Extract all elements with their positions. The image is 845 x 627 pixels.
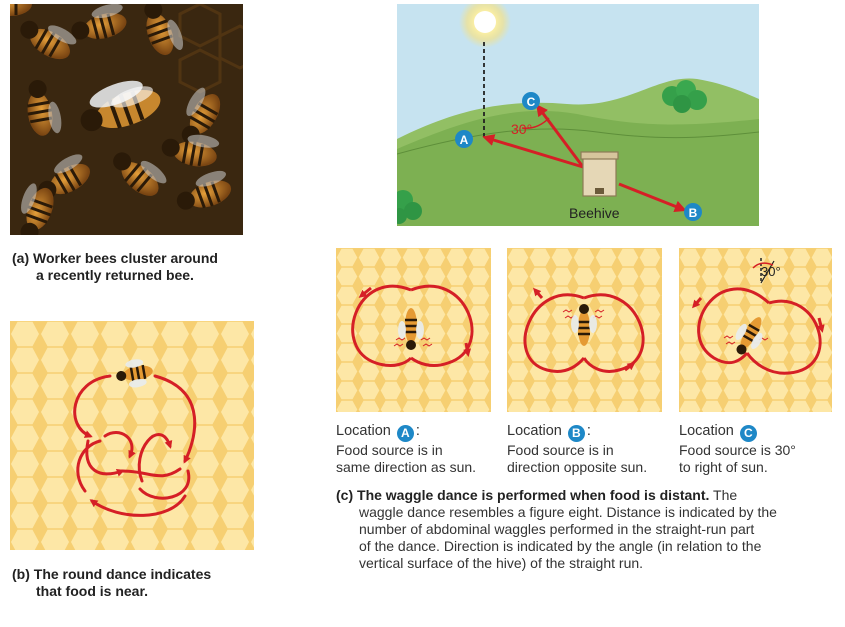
panel-c-line-1: waggle dance resembles a figure eight. D…: [359, 504, 777, 520]
svg-text:A: A: [460, 133, 469, 147]
panel-c-line-2: number of abdominal waggles performed in…: [359, 521, 755, 537]
dance-c-angle-label: 30°: [761, 264, 781, 279]
panel-a-line-1: Worker bees cluster around: [33, 250, 218, 266]
panel-b-line-1: The round dance indicates: [33, 566, 212, 582]
marker-b: B: [684, 203, 702, 221]
location-c-line-1: Food source is 30°: [679, 442, 796, 458]
location-b-marker: B: [567, 425, 585, 442]
marker-c: C: [522, 92, 540, 110]
location-b-line-2: direction opposite sun.: [507, 459, 648, 475]
svg-text:B: B: [689, 206, 698, 220]
panel-c-line-3: of the dance. Direction is indicated by …: [359, 538, 762, 554]
panel-b-line-2: that food is near.: [36, 583, 149, 599]
panel-a-line-2: a recently returned bee.: [36, 267, 194, 283]
marker-a: A: [455, 130, 473, 148]
bee-cluster-photo: [0, 0, 262, 247]
waggle-dance-b: [507, 248, 662, 412]
round-dance-panel: [10, 321, 254, 550]
panel-b-tag: (b): [12, 566, 30, 582]
location-c-text: Location C Food source is 30° to right o…: [679, 422, 839, 476]
panel-a-tag: (a): [12, 250, 30, 266]
location-a-line-1: Food source is in: [336, 442, 443, 458]
location-a-word: Location: [336, 423, 391, 439]
panel-c-rest-first: The: [709, 487, 738, 503]
svg-text:C: C: [527, 95, 536, 109]
panel-c-tag: (c): [336, 487, 354, 503]
location-c-word: Location: [679, 423, 734, 439]
location-c-marker: C: [739, 425, 757, 442]
panel-c-line-4: vertical surface of the hive) of the str…: [359, 555, 644, 571]
panel-a-caption: (a) Worker bees cluster around a recentl…: [12, 250, 252, 284]
location-b-word: Location: [507, 423, 562, 439]
waggle-dance-a: [336, 248, 491, 412]
panel-c-caption: (c) The waggle dance is performed when f…: [336, 487, 841, 572]
location-b-text: Location B: Food source is in direction …: [507, 422, 677, 476]
location-b-line-1: Food source is in: [507, 442, 614, 458]
tree-icon: [662, 80, 707, 113]
hive-label: Beehive: [569, 205, 620, 221]
scene-angle-label: 30°: [511, 121, 532, 137]
location-a-text: Location A: Food source is in same direc…: [336, 422, 506, 476]
location-a-line-2: same direction as sun.: [336, 459, 477, 475]
location-c-line-2: to right of sun.: [679, 459, 768, 475]
beehive-icon: [580, 151, 619, 197]
panel-b-caption: (b) The round dance indicates that food …: [12, 566, 257, 600]
panel-c-bold: The waggle dance is performed when food …: [357, 487, 710, 503]
landscape-scene: 30° Beehive A C B: [391, 0, 760, 226]
waggle-dance-c: 30°: [679, 248, 832, 412]
location-a-marker: A: [396, 425, 414, 442]
